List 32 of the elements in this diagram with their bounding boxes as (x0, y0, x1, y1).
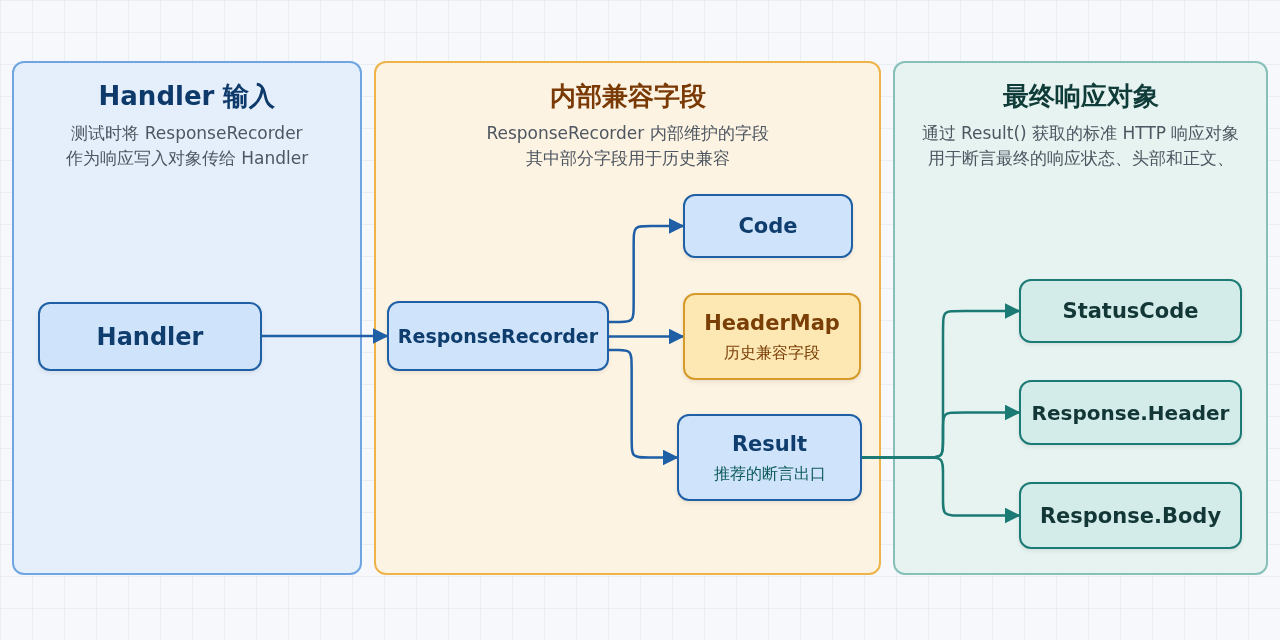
panel-title: 内部兼容字段 (549, 80, 706, 113)
group-panel (12, 61, 362, 575)
process-box (677, 414, 862, 501)
panel-title: 最终响应对象 (1002, 80, 1159, 113)
process-box (38, 302, 262, 371)
box-title: ResponseRecorder (397, 324, 599, 349)
box-title: Response.Header (1031, 399, 1230, 427)
process-box (387, 301, 609, 371)
panel-description: 测试时将 ResponseRecorder 作为响应写入对象传给 Handler (64, 122, 310, 170)
panel-description: ResponseRecorder 内部维护的字段其中部分字段用于历史兼容 (485, 122, 770, 170)
process-box (1019, 482, 1242, 549)
panel-description: 通过 Result() 获取的标准 HTTP 响应对象用于断言最终的响应状态、头部和正文、 (920, 122, 1241, 170)
box-title: Result (731, 430, 808, 458)
arrow (609, 328, 685, 345)
arrow (262, 328, 389, 344)
box-subtitle: 历史兼容字段 (724, 341, 820, 364)
process-box (683, 194, 853, 258)
box-title: Response.Body (1039, 502, 1222, 530)
arrow (609, 218, 685, 324)
process-box (683, 293, 861, 380)
box-title: HeaderMap (704, 309, 840, 337)
group-panel (374, 61, 881, 575)
process-box (1019, 279, 1242, 343)
arrow (609, 348, 679, 466)
box-subtitle: 推荐的断言出口 (713, 462, 826, 485)
box-title: StatusCode (1062, 298, 1199, 325)
group-panel (893, 61, 1268, 575)
panel-title: Handler 输入 (98, 80, 276, 113)
process-box (1019, 380, 1242, 445)
box-title: Code (738, 213, 798, 240)
box-title: Handler (96, 322, 204, 351)
arrow (862, 456, 1021, 524)
